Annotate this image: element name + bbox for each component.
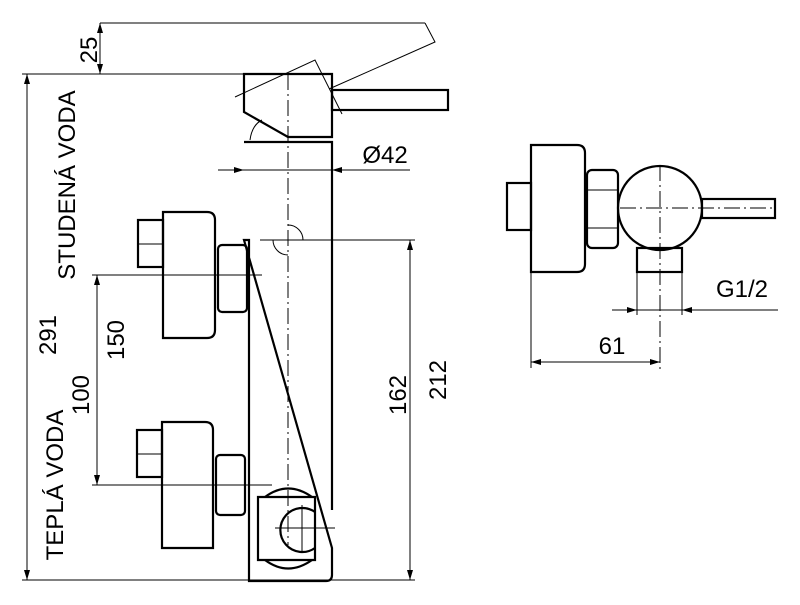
dim-61-label: 61 [599,333,626,360]
dim-42-label: Ø42 [362,142,407,169]
hot-water-label: TEPLÁ VODA [42,410,69,561]
mixer-body [242,140,334,583]
cold-inlet-connector [136,210,249,340]
dim-25-label: 25 [76,37,103,64]
dim-150-label: 150 [103,320,130,360]
side-nut [585,168,620,250]
dim-212-label: 212 [425,360,452,400]
shower-holder [256,487,335,570]
outlet-symbol [272,224,304,256]
side-inlet-stub [505,181,533,232]
dim-100-label: 100 [68,375,95,415]
dim-291-label: 291 [35,315,62,355]
side-view: G1/2 61 [505,143,778,370]
cold-water-label: STUDENÁ VODA [54,90,81,279]
dim-162-label: 162 [385,375,412,415]
front-view: 25 291 STUDENÁ VODA TEPLÁ VODA Ø42 162 2… [22,22,452,583]
head-joint [249,119,263,141]
lever-raised-outline [234,22,436,115]
mixer-head [242,72,334,139]
side-connector [529,143,587,274]
thread-label: G1/2 [716,276,768,303]
lever-handle [330,88,450,112]
